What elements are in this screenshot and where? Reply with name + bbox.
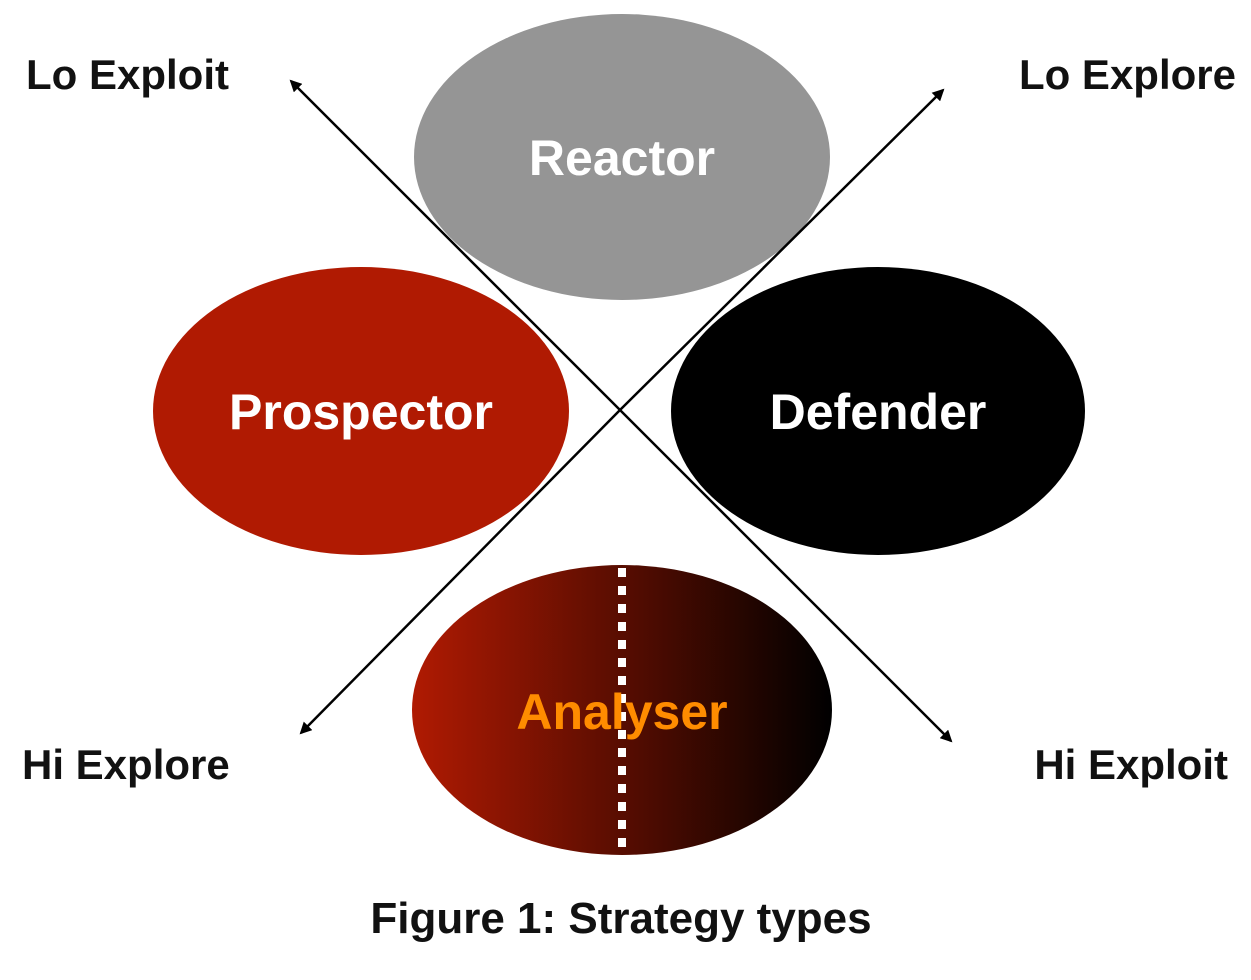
prospector-ellipse [153,267,569,555]
analyser-ellipse [412,565,832,855]
defender-ellipse [671,267,1085,555]
defender-label: Defender [770,384,987,440]
arrow-to-lo-explore [619,88,945,411]
reactor-label: Reactor [529,130,715,186]
analyser-label: Analyser [516,684,727,740]
corner-label-hi-explore: Hi Explore [22,741,230,788]
corner-label-lo-exploit: Lo Exploit [26,51,229,98]
arrow-to-lo-exploit [289,79,621,411]
prospector-label: Prospector [229,384,493,440]
corner-label-hi-exploit: Hi Exploit [1034,741,1228,788]
figure-caption: Figure 1: Strategy types [370,894,871,943]
arrow-to-hi-exploit [619,409,953,743]
reactor-ellipse [414,14,830,300]
corner-label-lo-explore: Lo Explore [1019,51,1236,98]
arrow-to-hi-explore [299,409,621,735]
